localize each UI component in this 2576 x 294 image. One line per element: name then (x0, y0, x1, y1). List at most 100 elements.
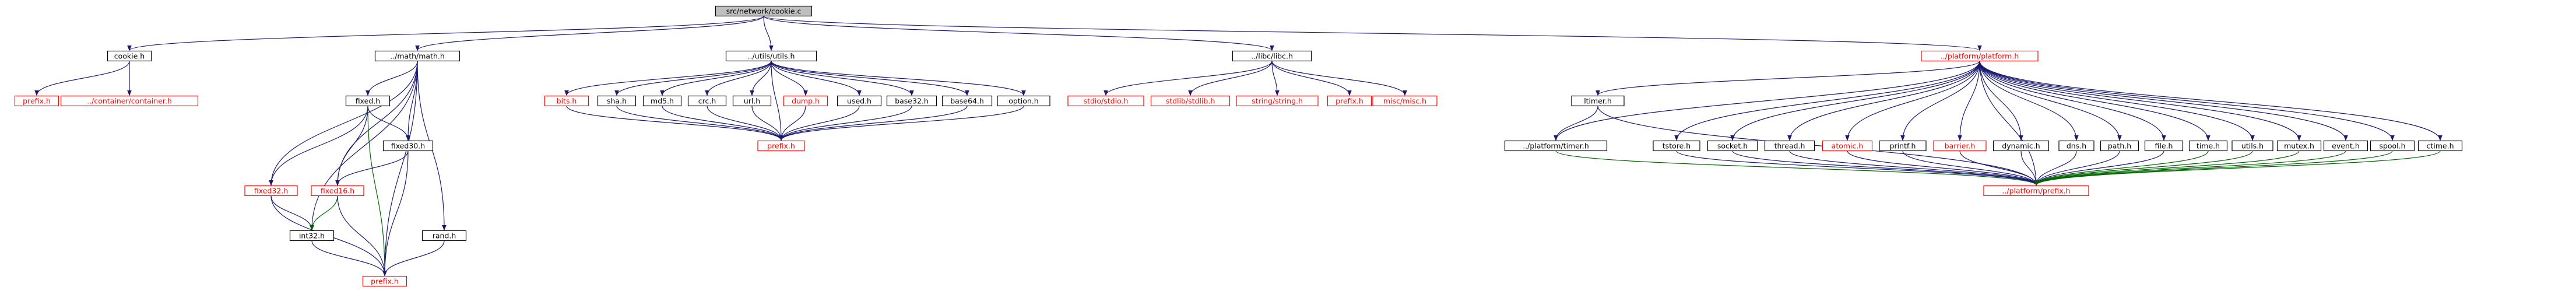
node-string-h[interactable]: string/string.h (1236, 95, 1319, 107)
edge-tstore_h-to-prefix_platform (1676, 150, 2039, 186)
node-misc-h[interactable]: misc/misc.h (1372, 95, 1438, 107)
node-label: atomic.h (1832, 142, 1864, 150)
edge-int32_h-to-prefix_math (311, 240, 387, 276)
edge-platform_h-to-utils2_h (1979, 61, 2255, 141)
node-stdlib-h[interactable]: stdlib/stdlib.h (1150, 95, 1231, 107)
node-option-h[interactable]: option.h (997, 95, 1050, 107)
edge-platform_h-to-tstore_h (1674, 61, 1980, 141)
node-label: fixed30.h (391, 142, 425, 150)
node-cookie-h[interactable]: cookie.h (107, 50, 152, 62)
node-file-h[interactable]: file.h (2144, 140, 2184, 152)
node-int32-h[interactable]: int32.h (289, 230, 335, 242)
node-path-h[interactable]: path.h (2100, 140, 2139, 152)
node-fixed-h[interactable]: fixed.h (345, 95, 391, 107)
node-root[interactable]: src/network/cookie.c (715, 5, 813, 17)
node-ptimer-h[interactable]: ../platform/timer.h (1504, 140, 1608, 152)
node-sha-h[interactable]: sha.h (597, 95, 637, 107)
edge-sha_h-to-prefix_utils (616, 106, 783, 141)
node-label: ../platform/platform.h (1941, 52, 2019, 61)
node-prefix-math[interactable]: prefix.h (362, 275, 407, 287)
edge-libc_h-to-string_h (1271, 61, 1280, 96)
edge-used_h-to-prefix_utils (779, 106, 860, 141)
node-mutex-h[interactable]: mutex.h (2276, 140, 2322, 152)
node-prefix-utils[interactable]: prefix.h (757, 140, 805, 152)
node-dns-h[interactable]: dns.h (2058, 140, 2094, 152)
edge-bits_h-to-prefix_utils (566, 106, 783, 141)
nodes-layer: src/network/cookie.c cookie.h ../math/math… (14, 5, 2463, 287)
node-prefix-platform[interactable]: ../platform/prefix.h (1983, 185, 2089, 197)
node-box (1653, 140, 1700, 152)
edge-platform_h-to-thread_h (1787, 61, 1980, 141)
node-prefix-cookie[interactable]: prefix.h (14, 95, 59, 107)
node-label: base32.h (895, 97, 929, 106)
node-used-h[interactable]: used.h (837, 95, 882, 107)
node-dynamic-h[interactable]: dynamic.h (1992, 140, 2050, 152)
node-atomic-h[interactable]: atomic.h (1822, 140, 1873, 152)
edge-platform_h-to-printf_h (1900, 61, 1980, 141)
node-bits-h[interactable]: bits.h (544, 95, 589, 107)
edge-base64_h-to-prefix_utils (779, 106, 968, 141)
edge-path_h-to-prefix_platform (2034, 150, 2120, 186)
edge-libc_h-to-misc_h (1271, 61, 1407, 96)
edge-fixed16_h-to-prefix_math (337, 195, 387, 276)
node-libc-h[interactable]: ../libc/libc.h (1232, 50, 1312, 62)
edge-fixed16_h-to-int32_h (310, 195, 338, 231)
edge-spool_h-to-prefix_platform (2034, 150, 2393, 186)
node-prefix-libc[interactable]: prefix.h (1327, 95, 1372, 107)
node-label: ctime.h (2426, 142, 2454, 150)
node-event-h[interactable]: event.h (2323, 140, 2368, 152)
node-socket-h[interactable]: socket.h (1707, 140, 1758, 152)
node-dump-h[interactable]: dump.h (783, 95, 828, 107)
edge-time_h-to-prefix_platform (2034, 150, 2209, 186)
node-thread-h[interactable]: thread.h (1764, 140, 1815, 152)
node-spool-h[interactable]: spool.h (2370, 140, 2415, 152)
edge-ltimer_h-to-prefix_platform (1597, 106, 2039, 186)
node-fixed30-h[interactable]: fixed30.h (382, 140, 434, 152)
node-label: utils.h (2241, 142, 2264, 150)
node-fixed32-h[interactable]: fixed32.h (244, 185, 298, 197)
node-rand-h[interactable]: rand.h (421, 230, 467, 242)
node-ltimer-h[interactable]: ltimer.h (1571, 95, 1625, 107)
node-stdio-h[interactable]: stdio/stdio.h (1067, 95, 1144, 107)
node-base32-h[interactable]: base32.h (886, 95, 937, 107)
node-label: cookie.h (114, 52, 145, 61)
node-label: rand.h (433, 232, 456, 240)
node-crc-h[interactable]: crc.h (687, 95, 727, 107)
node-box (597, 95, 637, 107)
node-ctime-h[interactable]: ctime.h (2417, 140, 2463, 152)
node-time-h[interactable]: time.h (2188, 140, 2228, 152)
node-tstore-h[interactable]: tstore.h (1653, 140, 1700, 152)
node-md5-h[interactable]: md5.h (642, 95, 682, 107)
node-box (1992, 140, 2050, 152)
edge-math_h-to-int32_h (310, 61, 418, 231)
node-box (311, 185, 364, 197)
node-utils-h[interactable]: ../utils/utils.h (725, 50, 817, 62)
edge-fixed32_h-to-int32_h (270, 195, 314, 231)
edge-platform_h-to-mutex_h (1979, 61, 2301, 141)
node-box (2323, 140, 2368, 152)
node-label: time.h (2197, 142, 2220, 150)
node-box (382, 140, 434, 152)
node-platform-h[interactable]: ../platform/platform.h (1921, 50, 2039, 62)
node-box (60, 95, 199, 107)
edge-platform_h-to-dns_h (1979, 61, 2079, 141)
node-math-h[interactable]: ../math/math.h (374, 50, 461, 62)
node-box (244, 185, 298, 197)
node-base64-h[interactable]: base64.h (941, 95, 993, 107)
node-label: int32.h (299, 232, 325, 240)
node-box (2417, 140, 2463, 152)
node-label: stdlib/stdlib.h (1166, 97, 1215, 106)
node-barrier-h[interactable]: barrier.h (1933, 140, 1987, 152)
edge-md5_h-to-prefix_utils (662, 106, 783, 141)
node-label: ../container/container.h (87, 97, 172, 106)
node-container-h[interactable]: ../container/container.h (60, 95, 199, 107)
node-fixed16-h[interactable]: fixed16.h (311, 185, 364, 197)
node-utils2-h[interactable]: utils.h (2231, 140, 2273, 152)
edge-dump_h-to-prefix_utils (779, 106, 806, 141)
node-url-h[interactable]: url.h (732, 95, 772, 107)
node-printf-h[interactable]: printf.h (1879, 140, 1927, 152)
edge-crc_h-to-prefix_utils (707, 106, 783, 141)
node-box (1236, 95, 1319, 107)
node-label: spool.h (2379, 142, 2405, 150)
node-box (2144, 140, 2184, 152)
